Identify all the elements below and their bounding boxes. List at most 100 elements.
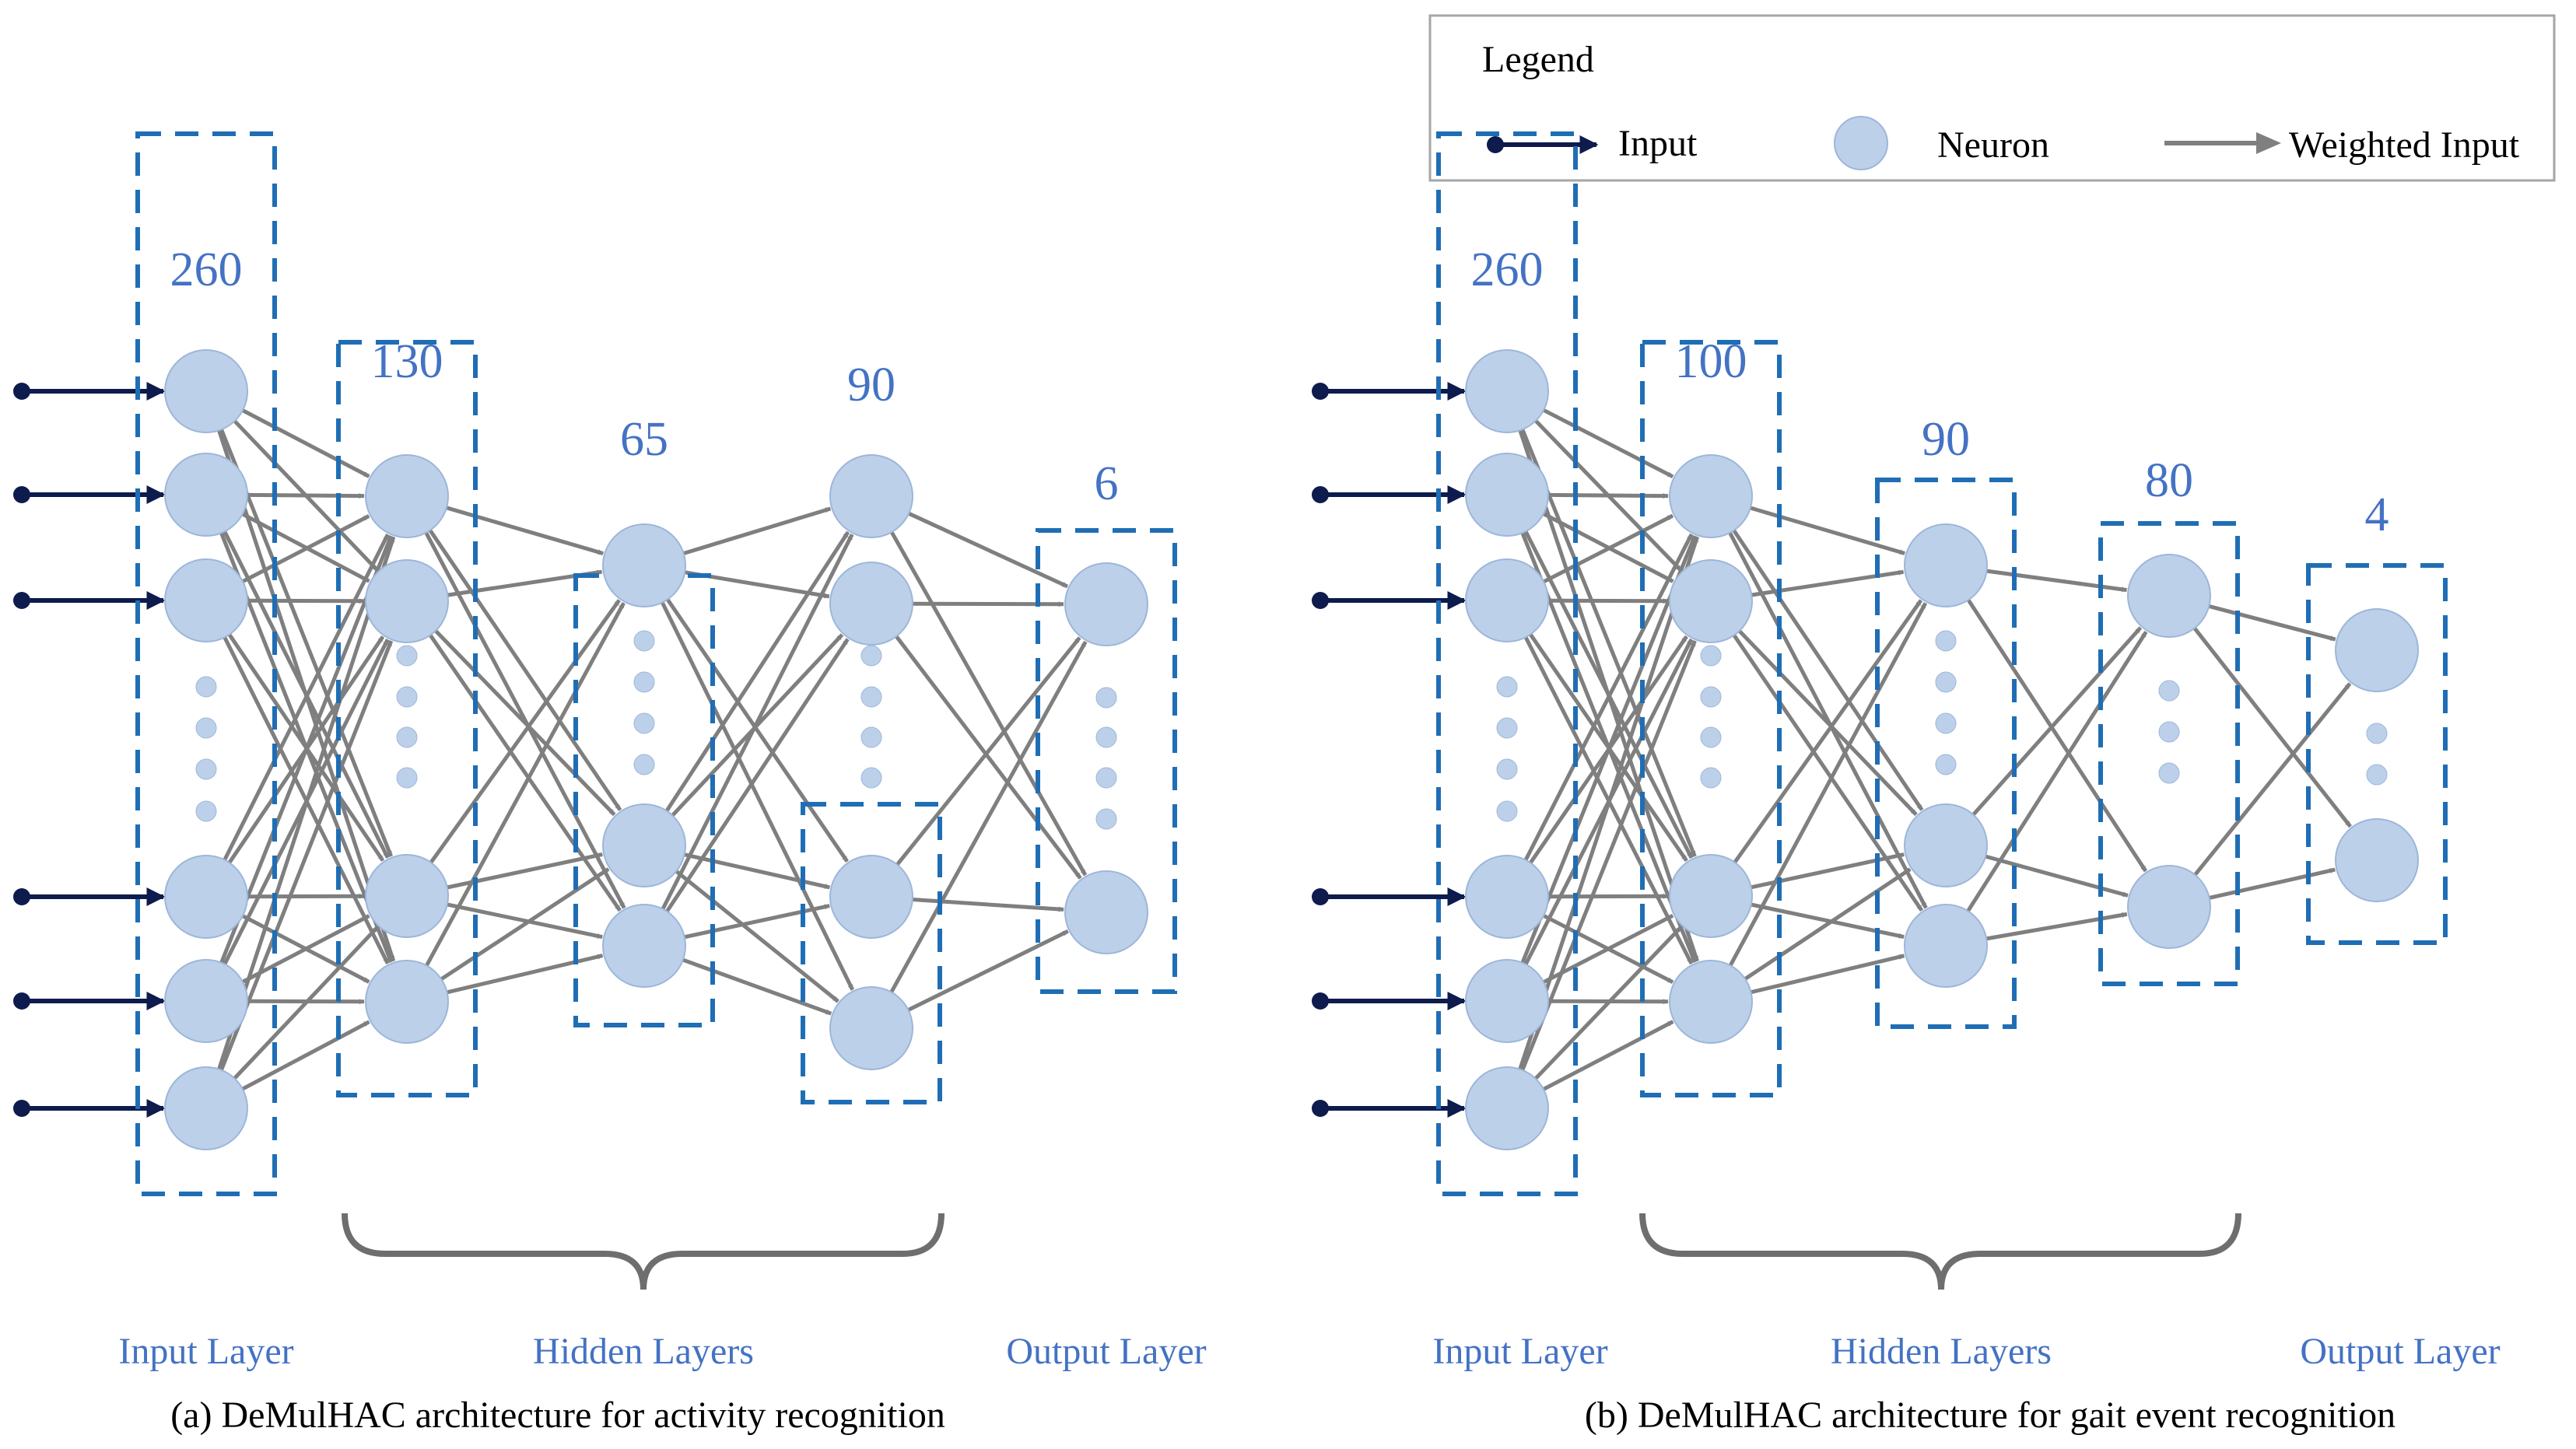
neuron [1904,803,1988,887]
weighted-input-arrow [1985,912,2128,941]
weighted-input-arrow [908,511,1069,589]
legend-title: Legend [1482,39,1594,80]
weighted-input-arrow [1737,629,1918,817]
layer-size-label: 6 [1095,457,1119,510]
ellipsis-dot [1496,676,1518,698]
weighted-input-arrow [682,506,832,555]
weighted-input-arrow [1547,598,1669,604]
weighted-input-arrow [1542,913,1674,984]
neuron [829,562,913,646]
weighted-input-arrow [895,635,1082,880]
weighted-input-arrow [241,914,370,984]
hidden-layers-brace-b [1639,1213,2241,1290]
neuron [164,349,248,433]
ellipsis-dot [860,645,882,667]
neuron [829,454,913,538]
legend-frame [1428,14,2556,182]
weighted-input-arrow [233,926,380,1080]
ellipsis-dot [633,630,655,652]
weighted-input-arrow [1518,536,1699,1070]
layer-box [1875,478,2017,1029]
neuron [1465,1066,1549,1150]
neuron [602,523,686,607]
layer-b-2: 100 [1640,335,1782,1097]
input-layer-label-a: Input Layer [118,1331,293,1372]
weighted-input-arrow [1732,529,1924,811]
weighted-input-arrow [1523,533,1694,861]
neuron [602,904,686,988]
weighted-input-arrow [1520,535,1697,964]
weighted-input-arrow [1966,631,2148,912]
weighted-input-arrow [684,852,831,890]
legend: Legend Input Neuron Weighted Input [1428,14,2556,182]
weighted-input-arrow [1543,513,1674,584]
neuron [365,854,449,938]
ellipsis-dot [1095,767,1117,789]
weighted-input-arrow [429,634,622,912]
weighted-input-arrow [223,534,390,861]
layer-a-3: 65 [573,413,715,1027]
ellipsis-dot [195,717,217,739]
ellipsis-dot [1095,808,1117,830]
ellipsis-dot [633,712,655,734]
layer-size-label: 100 [1675,335,1747,388]
neuron [1465,959,1549,1043]
neuron [164,959,248,1043]
layer-a-5: 6 [1036,457,1177,994]
legend-neuron-icon [1834,116,1888,170]
ellipsis-dot [1935,754,1957,775]
weighted-input-arrow [1732,634,1924,912]
ellipsis-dot [1935,671,1957,693]
weighted-input-arrow [440,867,610,981]
caption-a: (a) DeMulHAC architecture for activity r… [170,1395,945,1436]
caption-b: (b) DeMulHAC architecture for gait event… [1585,1395,2396,1436]
weighted-input-arrow [1728,602,1928,967]
legend-input-label: Input [1618,123,1698,164]
weighted-input-arrow [661,601,855,991]
weighted-input-arrow [682,957,832,1016]
weighted-input-arrow [429,599,621,864]
ellipsis-dot [1095,726,1117,748]
output-layer-label-b: Output Layer [2300,1331,2500,1372]
ellipsis-dot [860,726,882,748]
hidden-layers-label-b: Hidden Layers [1831,1331,2052,1372]
weighted-input-arrow [684,904,830,940]
ellipsis-dot [396,767,418,789]
weighted-input-arrow [219,640,394,1071]
weighted-input-arrow [1751,954,1905,995]
ellipsis-dot [860,767,882,789]
weighted-input-arrow [665,598,849,863]
weighted-input-arrow [425,602,626,967]
neuron [1064,870,1148,954]
weighted-input-arrow [217,536,396,1070]
layer-box [336,340,478,1097]
layer-b-3: 90 [1875,413,2017,1029]
weighted-input-arrow [1542,1020,1674,1091]
weighted-input-arrow [2193,682,2352,877]
input-arrows-b [1312,382,1467,1118]
legend-neuron-label: Neuron [1937,124,2049,166]
weighted-input-arrow [434,629,616,817]
neuron [829,855,913,939]
weighted-input-arrow [1533,925,1683,1080]
weighted-input-arrow [447,902,603,940]
ellipsis-dot [2158,721,2180,743]
neuron [2127,865,2211,949]
weighted-input-arrow [1985,854,2129,898]
weighted-input-arrow [1542,408,1674,479]
weighted-input-arrow [428,529,622,811]
neuron [1465,558,1549,642]
neuron [1904,523,1988,607]
output-layer-label-a: Output Layer [1006,1331,1206,1372]
neuron [2335,608,2419,692]
ellipsis-dot [633,754,655,775]
neuron [365,960,449,1044]
neuron [1669,960,1753,1044]
weighted-input-arrow [219,429,394,857]
weighted-input-arrow [219,535,394,964]
legend-weighted-label: Weighted Input [2289,124,2520,166]
layer-size-label: 260 [1471,243,1544,296]
ellipsis-dot [195,758,217,780]
weighted-input-arrow [1547,893,1669,899]
layer-size-label: 80 [2145,454,2193,507]
